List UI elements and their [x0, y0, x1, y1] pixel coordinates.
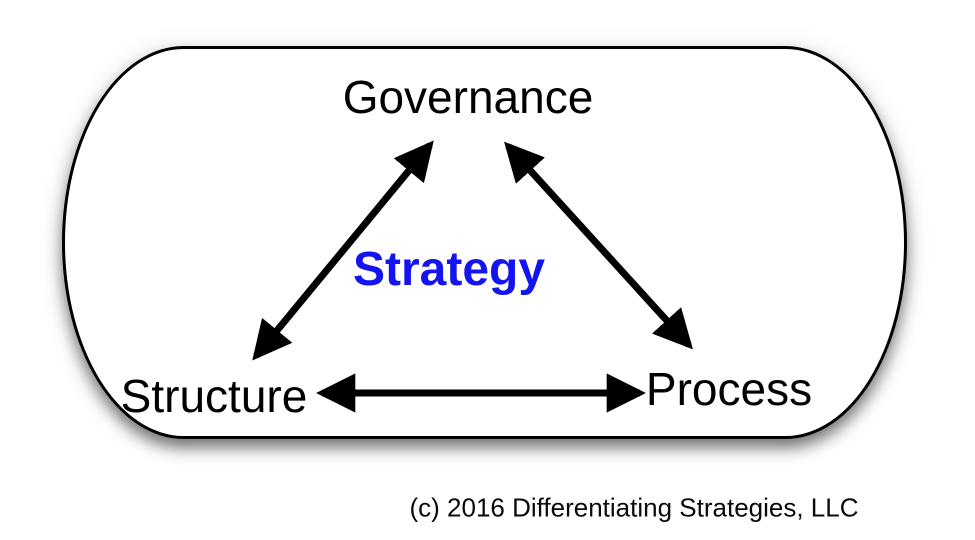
copyright-text: (c) 2016 Differentiating Strategies, LLC: [409, 492, 859, 523]
node-label-strategy: Strategy: [352, 243, 546, 296]
node-label-process: Process: [645, 363, 813, 415]
node-label-governance: Governance: [342, 71, 594, 123]
node-label-structure: Structure: [120, 370, 308, 422]
